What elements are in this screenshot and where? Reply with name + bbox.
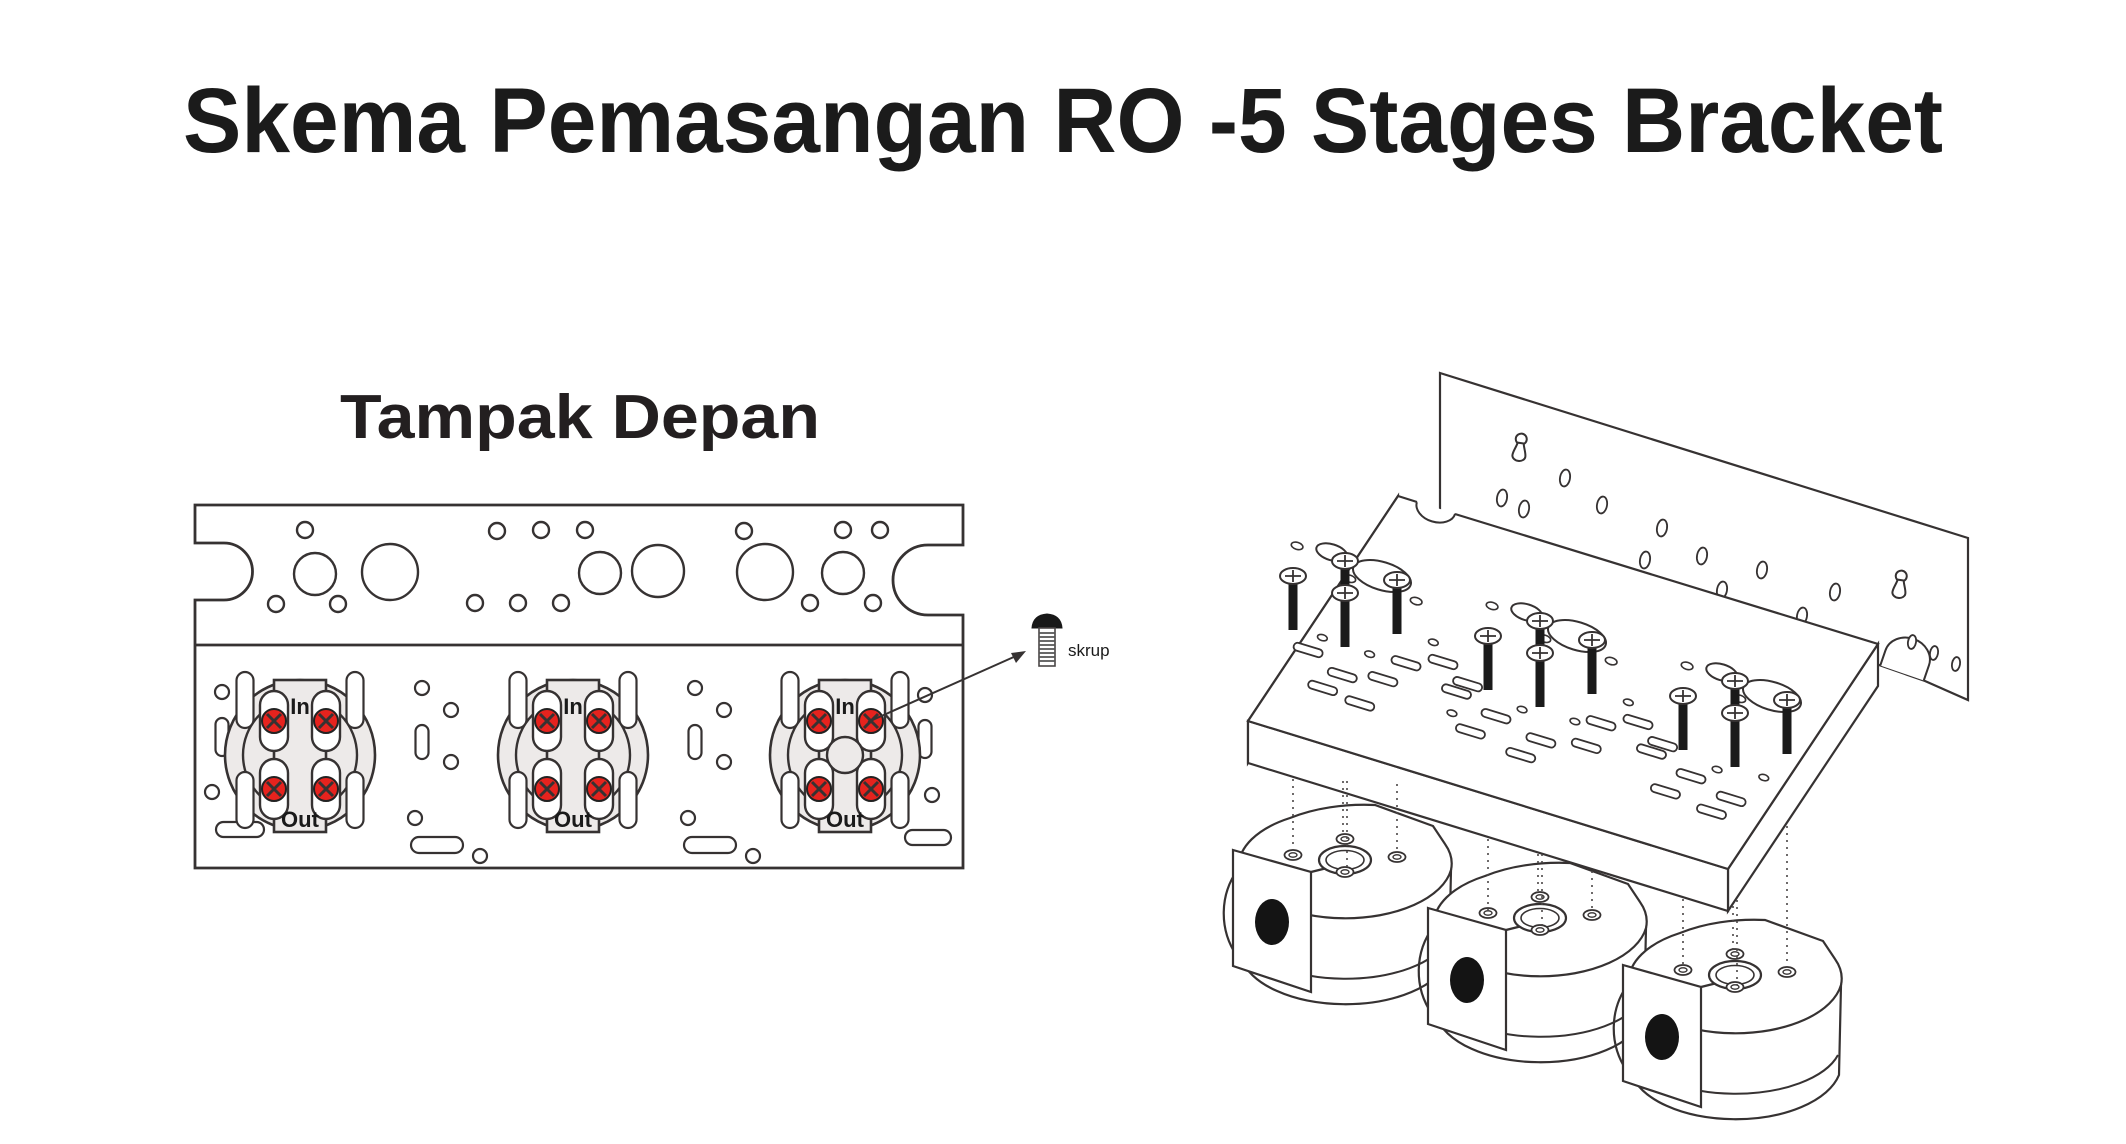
filter-head-housing-1: [1222, 803, 1453, 1006]
arrowhead-icon: [1011, 651, 1026, 663]
filter-head-housing-3: [1612, 918, 1843, 1121]
in-label: In: [835, 694, 855, 719]
shelf-slots: [1292, 633, 1770, 820]
in-label: In: [563, 694, 583, 719]
screw-annotation-label: skrup: [1068, 641, 1110, 660]
alignment-guides: [1292, 779, 1788, 985]
keyhole-slot-icon: [1891, 569, 1908, 599]
wall-plate: [1438, 371, 1970, 702]
center-hole: [825, 735, 865, 775]
annotation-arrow: [867, 655, 1017, 723]
filter-head-housing-2: [1417, 861, 1648, 1064]
bracket-shelf: [1246, 492, 1880, 915]
out-label: Out: [281, 807, 320, 832]
flange-holes: [266, 520, 890, 614]
filter-head-mount-3: In Out: [768, 670, 922, 834]
front-view: Tampak Depan: [193, 383, 1110, 870]
screw-annotation: skrup: [867, 613, 1110, 723]
filter-head-mount-1: In Out: [223, 670, 377, 834]
page-title: Skema Pemasangan RO -5 Stages Bracket: [183, 70, 1943, 172]
keyhole-slot-icon: [1511, 432, 1528, 462]
front-view-label: Tampak Depan: [340, 383, 820, 452]
in-label: In: [290, 694, 310, 719]
out-label: Out: [826, 807, 865, 832]
wall-plate-holes: [1495, 468, 1962, 672]
isometric-view: [1222, 371, 1970, 1121]
filter-head-mount-2: In Out: [496, 670, 650, 834]
screw-icon: [1031, 613, 1063, 667]
out-label: Out: [554, 807, 593, 832]
mounting-screw-icon: [1279, 567, 1307, 631]
